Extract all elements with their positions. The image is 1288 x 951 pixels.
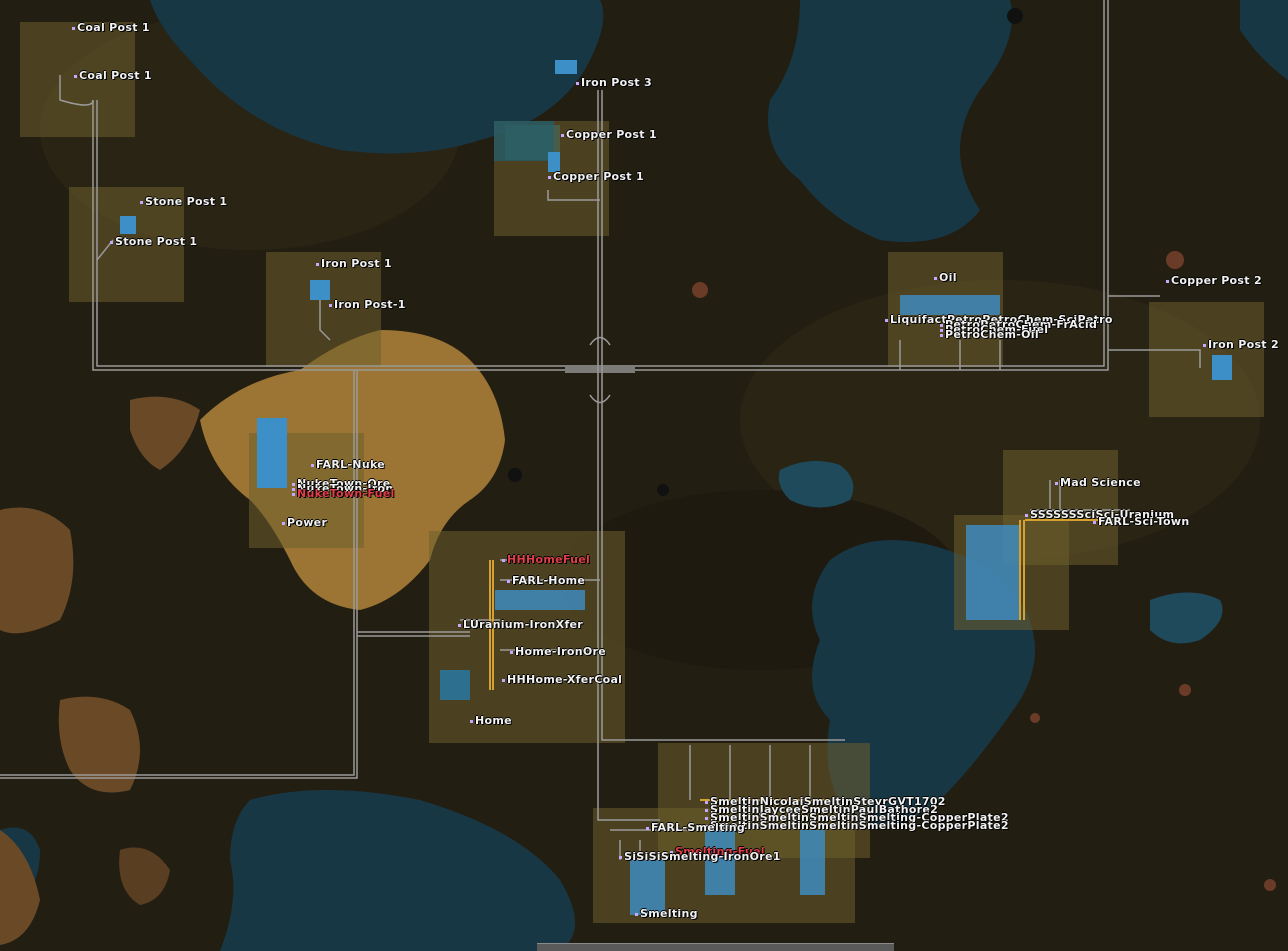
map-label-smelting[interactable]: Smelting [635,908,698,920]
map-label-stone-post-1-station[interactable]: Stone Post 1 [110,236,197,248]
map-label-iron-post-3[interactable]: Iron Post 3 [576,77,652,89]
map-label-copper-post-1[interactable]: Copper Post 1 [561,129,657,141]
map-label-smelting-ironore1[interactable]: SiSiSiSmelting-IronOre1 [619,851,781,863]
map-label-iron-post-2[interactable]: Iron Post 2 [1203,339,1279,351]
map-label-smelting-copperplate2-b[interactable]: SmeltinSmeltinSmeltinSmelting-CopperPlat… [705,820,1009,832]
horizontal-scrollbar[interactable] [537,943,894,951]
map-label-power[interactable]: Power [282,517,327,529]
map-label-copper-post-2[interactable]: Copper Post 2 [1166,275,1262,287]
map-label-coal-post-1-station[interactable]: Coal Post 1 [74,70,152,82]
map-label-iron-post-1-station[interactable]: Iron Post-1 [329,299,406,311]
map-label-farl-smelting[interactable]: FARL-Smelting [646,822,745,834]
map-label-stone-post-1[interactable]: Stone Post 1 [140,196,227,208]
map-label-uranium-ironxfer[interactable]: LUranium-IronXfer [458,619,583,631]
map-label-petro-chem-oil[interactable]: PetroChem-Oil [940,329,1039,341]
map-label-coal-post-1[interactable]: Coal Post 1 [72,22,150,34]
map-label-home-fuel[interactable]: HHHomeFuel [502,554,590,566]
map-label-farl-nuke[interactable]: FARL-Nuke [311,459,385,471]
map-label-nuketown-fuel[interactable]: NukeTown-Fuel [292,488,395,500]
map-label-mad-science[interactable]: Mad Science [1055,477,1141,489]
map-label-iron-post-1[interactable]: Iron Post 1 [316,258,392,270]
map-label-oil[interactable]: Oil [934,272,957,284]
map-label-home-xfercoal[interactable]: HHHome-XferCoal [502,674,622,686]
map-label-farl-sci-town[interactable]: FARL-Sci-Town [1093,516,1189,528]
map-label-home-ironore[interactable]: Home-IronOre [510,646,606,658]
map-label-farl-home[interactable]: FARL-Home [507,575,585,587]
map-label-copper-post-1-station[interactable]: Copper Post 1 [548,171,644,183]
map-label-home[interactable]: Home [470,715,512,727]
